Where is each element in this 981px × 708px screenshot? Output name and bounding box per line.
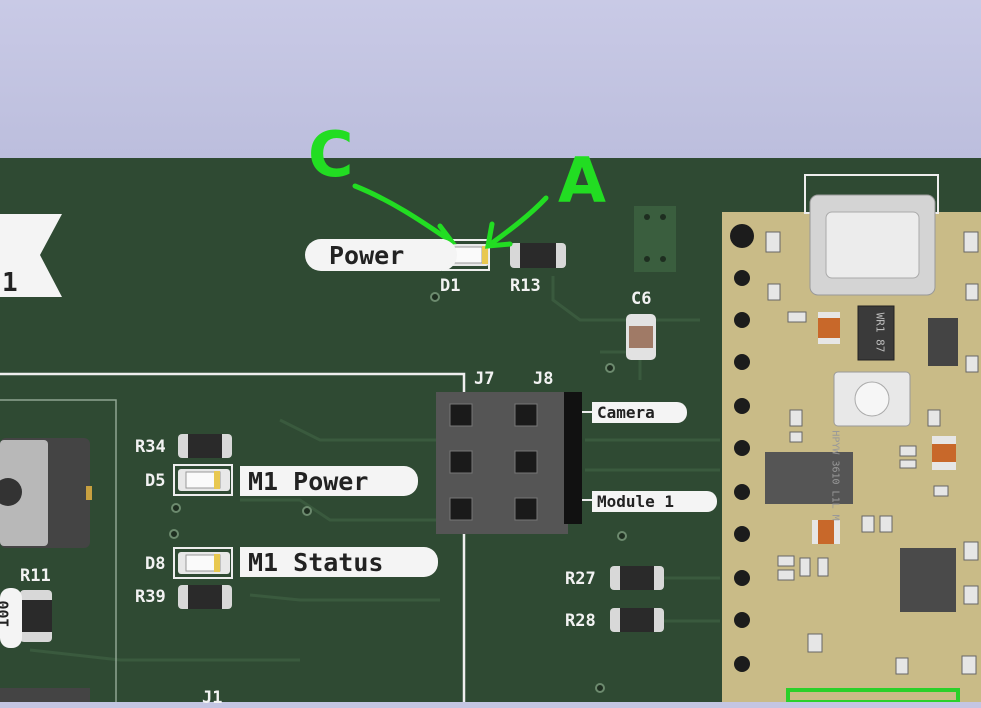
label-camera: Camera — [592, 402, 687, 423]
r11-value-pill — [0, 588, 22, 648]
switch-cap — [0, 440, 48, 546]
module-button-cap — [854, 381, 890, 417]
label-m1-status: M1 Status — [240, 547, 438, 577]
ref-d5: D5 — [145, 471, 166, 491]
annotation-arrows — [352, 183, 549, 249]
j8-side — [564, 392, 582, 524]
silk-outline-inner — [0, 399, 117, 702]
module-diode — [928, 318, 958, 366]
ref-j7: J7 — [474, 369, 495, 389]
switch-knob — [0, 478, 22, 506]
usb-port — [825, 211, 920, 279]
module-castellations — [730, 224, 754, 672]
annotation-anode: A — [558, 144, 606, 217]
ref-j1: J1 — [202, 688, 223, 708]
switch-pin — [86, 486, 92, 500]
r39-resistor — [178, 585, 232, 609]
label-module-1: Module 1 — [592, 491, 717, 512]
ref-d8: D8 — [145, 554, 166, 574]
bottom-component — [0, 688, 90, 702]
d5-led — [173, 464, 233, 496]
r11-resistor — [20, 590, 52, 642]
copper-traces — [29, 276, 720, 662]
ref-r11: R11 — [20, 566, 51, 586]
jumper-pads — [634, 206, 676, 272]
ref-d1: D1 — [440, 276, 461, 296]
r28-resistor — [610, 608, 664, 632]
module-ic-3 — [900, 548, 956, 612]
d1-lens — [453, 246, 483, 264]
module-smd — [765, 231, 979, 675]
module-ic-2 — [765, 452, 853, 504]
d8-led — [173, 547, 233, 579]
label-m1-power: M1 Power — [240, 466, 418, 496]
annotation-cathode: C — [308, 118, 354, 191]
header-pins — [449, 403, 538, 521]
module-cap-3-body — [932, 444, 956, 462]
ref-r28: R28 — [565, 611, 596, 631]
r13-body — [520, 243, 556, 268]
vias — [169, 292, 627, 693]
ref-c6: C6 — [631, 289, 652, 309]
module-ic-2-marking: HPYW 3610 L1L M — [829, 430, 841, 521]
ref-r13: R13 — [510, 276, 541, 296]
d1-cathode-mark — [482, 246, 488, 264]
module-ic-1-marking: WR1 87 — [873, 312, 887, 353]
silk-outline — [0, 372, 466, 702]
module-ic-1 — [857, 305, 895, 361]
edge-flag-text: 1 — [2, 268, 18, 298]
ref-r27: R27 — [565, 569, 596, 589]
module-green-mark — [786, 688, 960, 702]
ref-j8: J8 — [533, 369, 554, 389]
r27-resistor — [610, 566, 664, 590]
c6-body — [629, 326, 653, 348]
ref-r34: R34 — [135, 437, 166, 457]
ref-r39: R39 — [135, 587, 166, 607]
module-cap-1-body — [818, 318, 840, 338]
r11-value: 100 — [0, 600, 13, 628]
module-cap-2-body — [818, 520, 834, 544]
edge-flag — [0, 214, 62, 297]
background-sky — [0, 0, 981, 158]
r34-resistor — [178, 434, 232, 458]
label-power: Power — [305, 239, 457, 271]
